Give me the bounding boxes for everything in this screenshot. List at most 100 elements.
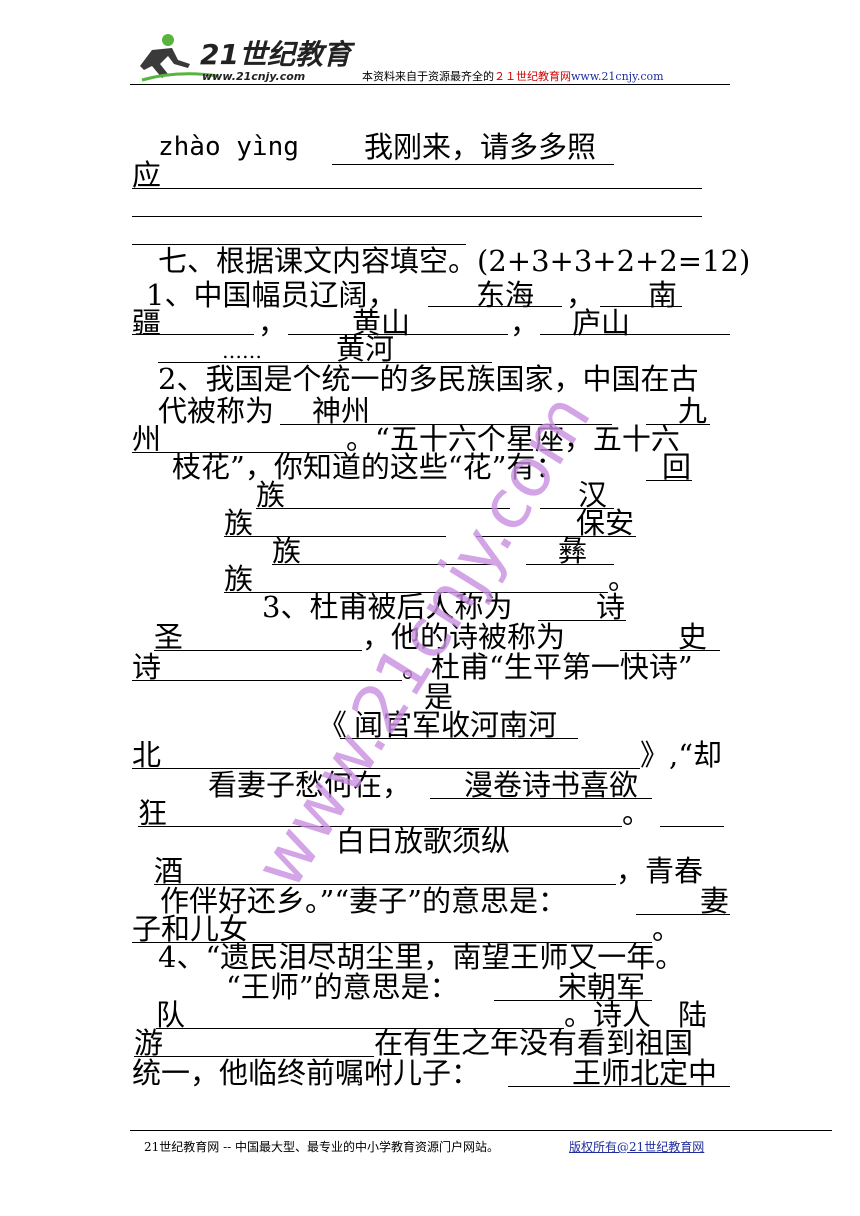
question-text: 2、我国是个统一的多民族国家，中国在古 bbox=[158, 362, 699, 396]
answer-text: 南 bbox=[648, 278, 678, 312]
question-text: ，青春 bbox=[616, 854, 704, 888]
question-text: ，他的诗被称为 bbox=[362, 620, 566, 654]
answer-text: 族 bbox=[224, 506, 254, 540]
answer-text: 狂 bbox=[138, 796, 168, 830]
question-text: 在有生之年没有看到祖国 bbox=[374, 1026, 694, 1060]
footer-text: 21世纪教育网 -- 中国最大型、最专业的中小学教育资源门户网站。 bbox=[144, 1140, 500, 1154]
logo-text: 21世纪教育 bbox=[200, 38, 356, 71]
answer-text: 庐山 bbox=[572, 306, 631, 340]
answer-text: 闻官军收河南河 bbox=[354, 708, 558, 742]
question-text: 》,“却 bbox=[640, 738, 723, 772]
copyright-link[interactable]: 版权所有@21世纪教育网 bbox=[569, 1140, 705, 1154]
question-text: 4、“遗民泪尽胡尘里，南望王师又一年。 bbox=[158, 940, 685, 974]
answer-text: 诗 bbox=[596, 590, 626, 624]
answer-text: 九 bbox=[678, 394, 708, 428]
header-rule bbox=[130, 84, 730, 85]
answer-underline bbox=[620, 650, 720, 651]
answer-underline bbox=[476, 536, 636, 537]
answer-text: 白日放歌须纵 bbox=[336, 824, 511, 858]
logo-url: www.21cnjy.com bbox=[202, 70, 305, 83]
answer-underline bbox=[508, 1086, 730, 1087]
footer-rule bbox=[130, 1130, 832, 1131]
answer-text: 汉 bbox=[578, 478, 608, 512]
answer-underline bbox=[154, 650, 362, 651]
answer-text: 东海 bbox=[476, 278, 535, 312]
punctuation: 。 bbox=[622, 796, 652, 830]
answer-underline bbox=[340, 738, 578, 739]
answer-text: 黄河 bbox=[336, 332, 395, 366]
answer-text: 队 bbox=[156, 998, 186, 1032]
answer-underline bbox=[600, 306, 682, 307]
question-text: 作伴好还乡。”“妻子”的意思是： bbox=[160, 884, 567, 918]
answer-underline bbox=[224, 592, 608, 593]
header-brand: ２１世纪教育网 bbox=[494, 70, 571, 83]
answer-text: 保安 bbox=[576, 506, 635, 540]
answer-underline bbox=[132, 452, 346, 453]
answer-text: 彝 bbox=[558, 534, 588, 568]
punctuation: ， bbox=[566, 278, 596, 312]
answer-underline bbox=[132, 188, 702, 189]
answer-underline bbox=[132, 334, 254, 335]
answer-underline bbox=[158, 362, 492, 363]
answer-text: 回 bbox=[662, 450, 692, 484]
answer-underline bbox=[430, 798, 652, 799]
answer-text: 族 bbox=[272, 534, 302, 568]
punctuation: 《 bbox=[318, 708, 348, 742]
answer-underline bbox=[272, 564, 492, 565]
answer-underline bbox=[646, 424, 710, 425]
answer-underline bbox=[636, 914, 730, 915]
answer-text: 游 bbox=[134, 1026, 164, 1060]
answer-underline bbox=[288, 334, 508, 335]
answer-text: 黄山 bbox=[352, 306, 411, 340]
answer-text: 子和儿女 bbox=[132, 912, 249, 946]
question-text: 看妻子愁何在， bbox=[208, 768, 412, 802]
answer-underline bbox=[154, 884, 616, 885]
punctuation: 。 bbox=[608, 562, 638, 596]
answer-text: 北 bbox=[132, 738, 162, 772]
answer-underline bbox=[134, 1056, 374, 1057]
section-heading: 七、根据课文内容填空。(2+3+3+2+2=12) bbox=[158, 244, 751, 278]
answer-underline bbox=[538, 620, 626, 621]
answer-text: 妻 bbox=[700, 884, 730, 918]
question-text: “王师”的意思是： bbox=[226, 970, 459, 1004]
answer-underline bbox=[256, 508, 510, 509]
question-text: 。杜甫“生平第一快诗” bbox=[402, 650, 693, 684]
punctuation: 。 bbox=[652, 912, 682, 946]
answer-underline bbox=[280, 424, 612, 425]
answer-text: 应 bbox=[132, 158, 162, 192]
answer-underline bbox=[526, 564, 614, 565]
answer-text: 疆 bbox=[132, 306, 162, 340]
answer-text: 圣 bbox=[154, 620, 184, 654]
header-note: 本资料来自于资源最齐全的２１世纪教育网www.21cnjy.com bbox=[362, 68, 664, 84]
question-text: 1、中国幅员辽阔， bbox=[146, 278, 397, 312]
answer-underline bbox=[540, 334, 730, 335]
header-url-link[interactable]: www.21cnjy.com bbox=[571, 70, 664, 83]
answer-underline bbox=[132, 680, 402, 681]
answer-text: 族 bbox=[224, 562, 254, 596]
question-text: 。“五十六个星座，五十六 bbox=[346, 422, 680, 456]
answer-text: 神州 bbox=[312, 394, 371, 428]
question-text: 代被称为 bbox=[158, 394, 275, 428]
answer-underline bbox=[132, 216, 702, 217]
punctuation: ， bbox=[258, 306, 288, 340]
question-text: 3、杜甫被后人称为 bbox=[262, 590, 513, 624]
answer-underline bbox=[132, 244, 466, 245]
runner-icon bbox=[140, 34, 219, 82]
answer-underline bbox=[224, 536, 446, 537]
answer-text: 漫卷诗书喜欲 bbox=[464, 768, 639, 802]
answer-underline bbox=[646, 480, 692, 481]
question-text: 是 bbox=[424, 680, 454, 714]
logo-21cnjy: 21世纪教育 www.21cnjy.com bbox=[140, 34, 356, 83]
pinyin: zhào yìng bbox=[158, 132, 299, 162]
answer-text: 我刚来，请多多照 bbox=[364, 130, 597, 164]
answer-underline bbox=[132, 942, 652, 943]
answer-underline bbox=[138, 826, 622, 827]
answer-text: 史 bbox=[678, 620, 708, 654]
question-text: 枝花”，你知道的这些“花”有： bbox=[172, 450, 565, 484]
question-text: 统一，他临终前嘱咐儿子： bbox=[132, 1056, 481, 1090]
answer-underline bbox=[428, 306, 562, 307]
answer-underline bbox=[494, 1000, 652, 1001]
answer-text: 诗 bbox=[132, 650, 162, 684]
answer-text: 宋朝军 bbox=[558, 970, 646, 1004]
answer-text: 州 bbox=[132, 422, 162, 456]
